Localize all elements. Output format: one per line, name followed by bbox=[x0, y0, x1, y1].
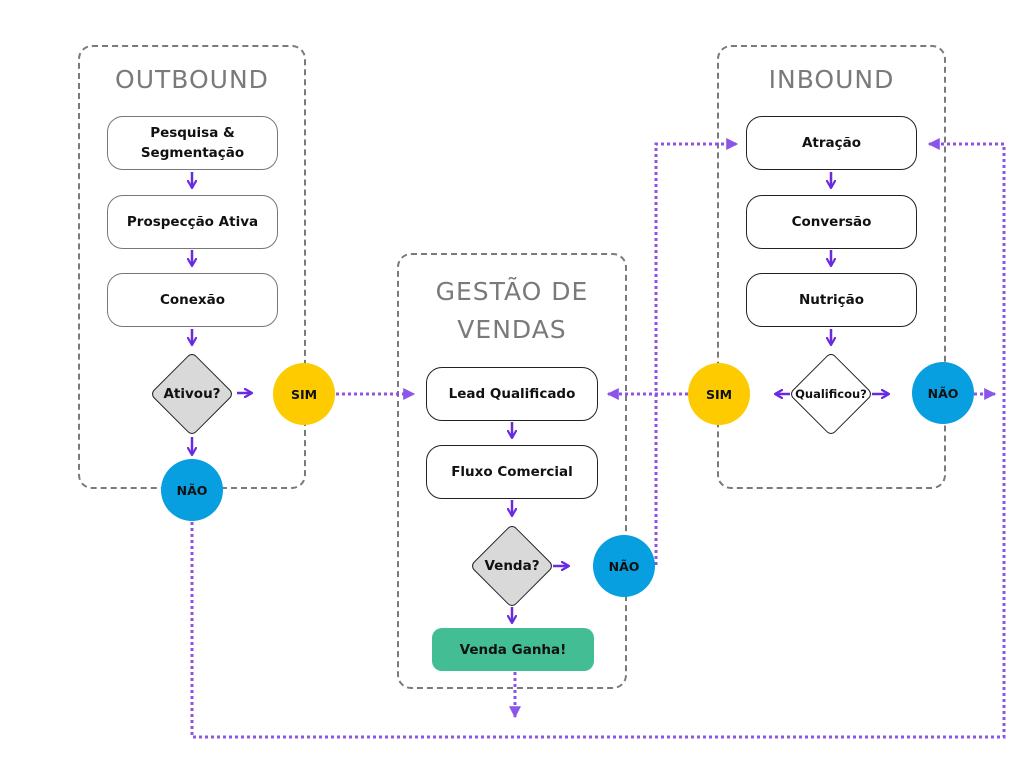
step-atracao[interactable]: Atração bbox=[746, 116, 917, 170]
dotted-return-loop-to-atracao bbox=[190, 138, 1006, 739]
step-pesquisa-segmentacao[interactable]: Pesquisa & Segmentação bbox=[107, 116, 278, 170]
step-lead-qualificado[interactable]: Lead Qualificado bbox=[426, 367, 598, 421]
inbound-group: INBOUND bbox=[717, 45, 946, 489]
decision-ativou[interactable]: Ativou? bbox=[149, 351, 235, 437]
dotted-venda-nao-to-atracao bbox=[654, 138, 739, 565]
step-conexao[interactable]: Conexão bbox=[107, 273, 278, 327]
sales-title-line2: VENDAS bbox=[457, 315, 567, 344]
step-conversao[interactable]: Conversão bbox=[746, 195, 917, 249]
sales-no-badge: NÃO bbox=[593, 535, 655, 597]
sales-management-group: GESTÃO DE VENDAS bbox=[397, 253, 627, 689]
step-nutricao[interactable]: Nutrição bbox=[746, 273, 917, 327]
decision-venda-label: Venda? bbox=[484, 558, 540, 574]
outbound-title: OUTBOUND bbox=[115, 65, 269, 94]
inbound-no-badge: NÃO bbox=[912, 362, 974, 424]
inbound-title: INBOUND bbox=[768, 65, 895, 94]
step-prospeccao-ativa[interactable]: Prospecção Ativa bbox=[107, 195, 278, 249]
decision-venda[interactable]: Venda? bbox=[469, 523, 555, 609]
decision-qualificou[interactable]: Qualificou? bbox=[788, 351, 874, 437]
outbound-no-badge: NÃO bbox=[161, 459, 223, 521]
outbound-yes-badge: SIM bbox=[273, 363, 335, 425]
step-fluxo-comercial[interactable]: Fluxo Comercial bbox=[426, 445, 598, 499]
sales-title-line1: GESTÃO DE bbox=[435, 277, 589, 306]
inbound-yes-badge: SIM bbox=[688, 363, 750, 425]
decision-ativou-label: Ativou? bbox=[163, 386, 221, 402]
step-venda-ganha[interactable]: Venda Ganha! bbox=[432, 628, 594, 671]
decision-qualificou-label: Qualificou? bbox=[795, 387, 867, 401]
